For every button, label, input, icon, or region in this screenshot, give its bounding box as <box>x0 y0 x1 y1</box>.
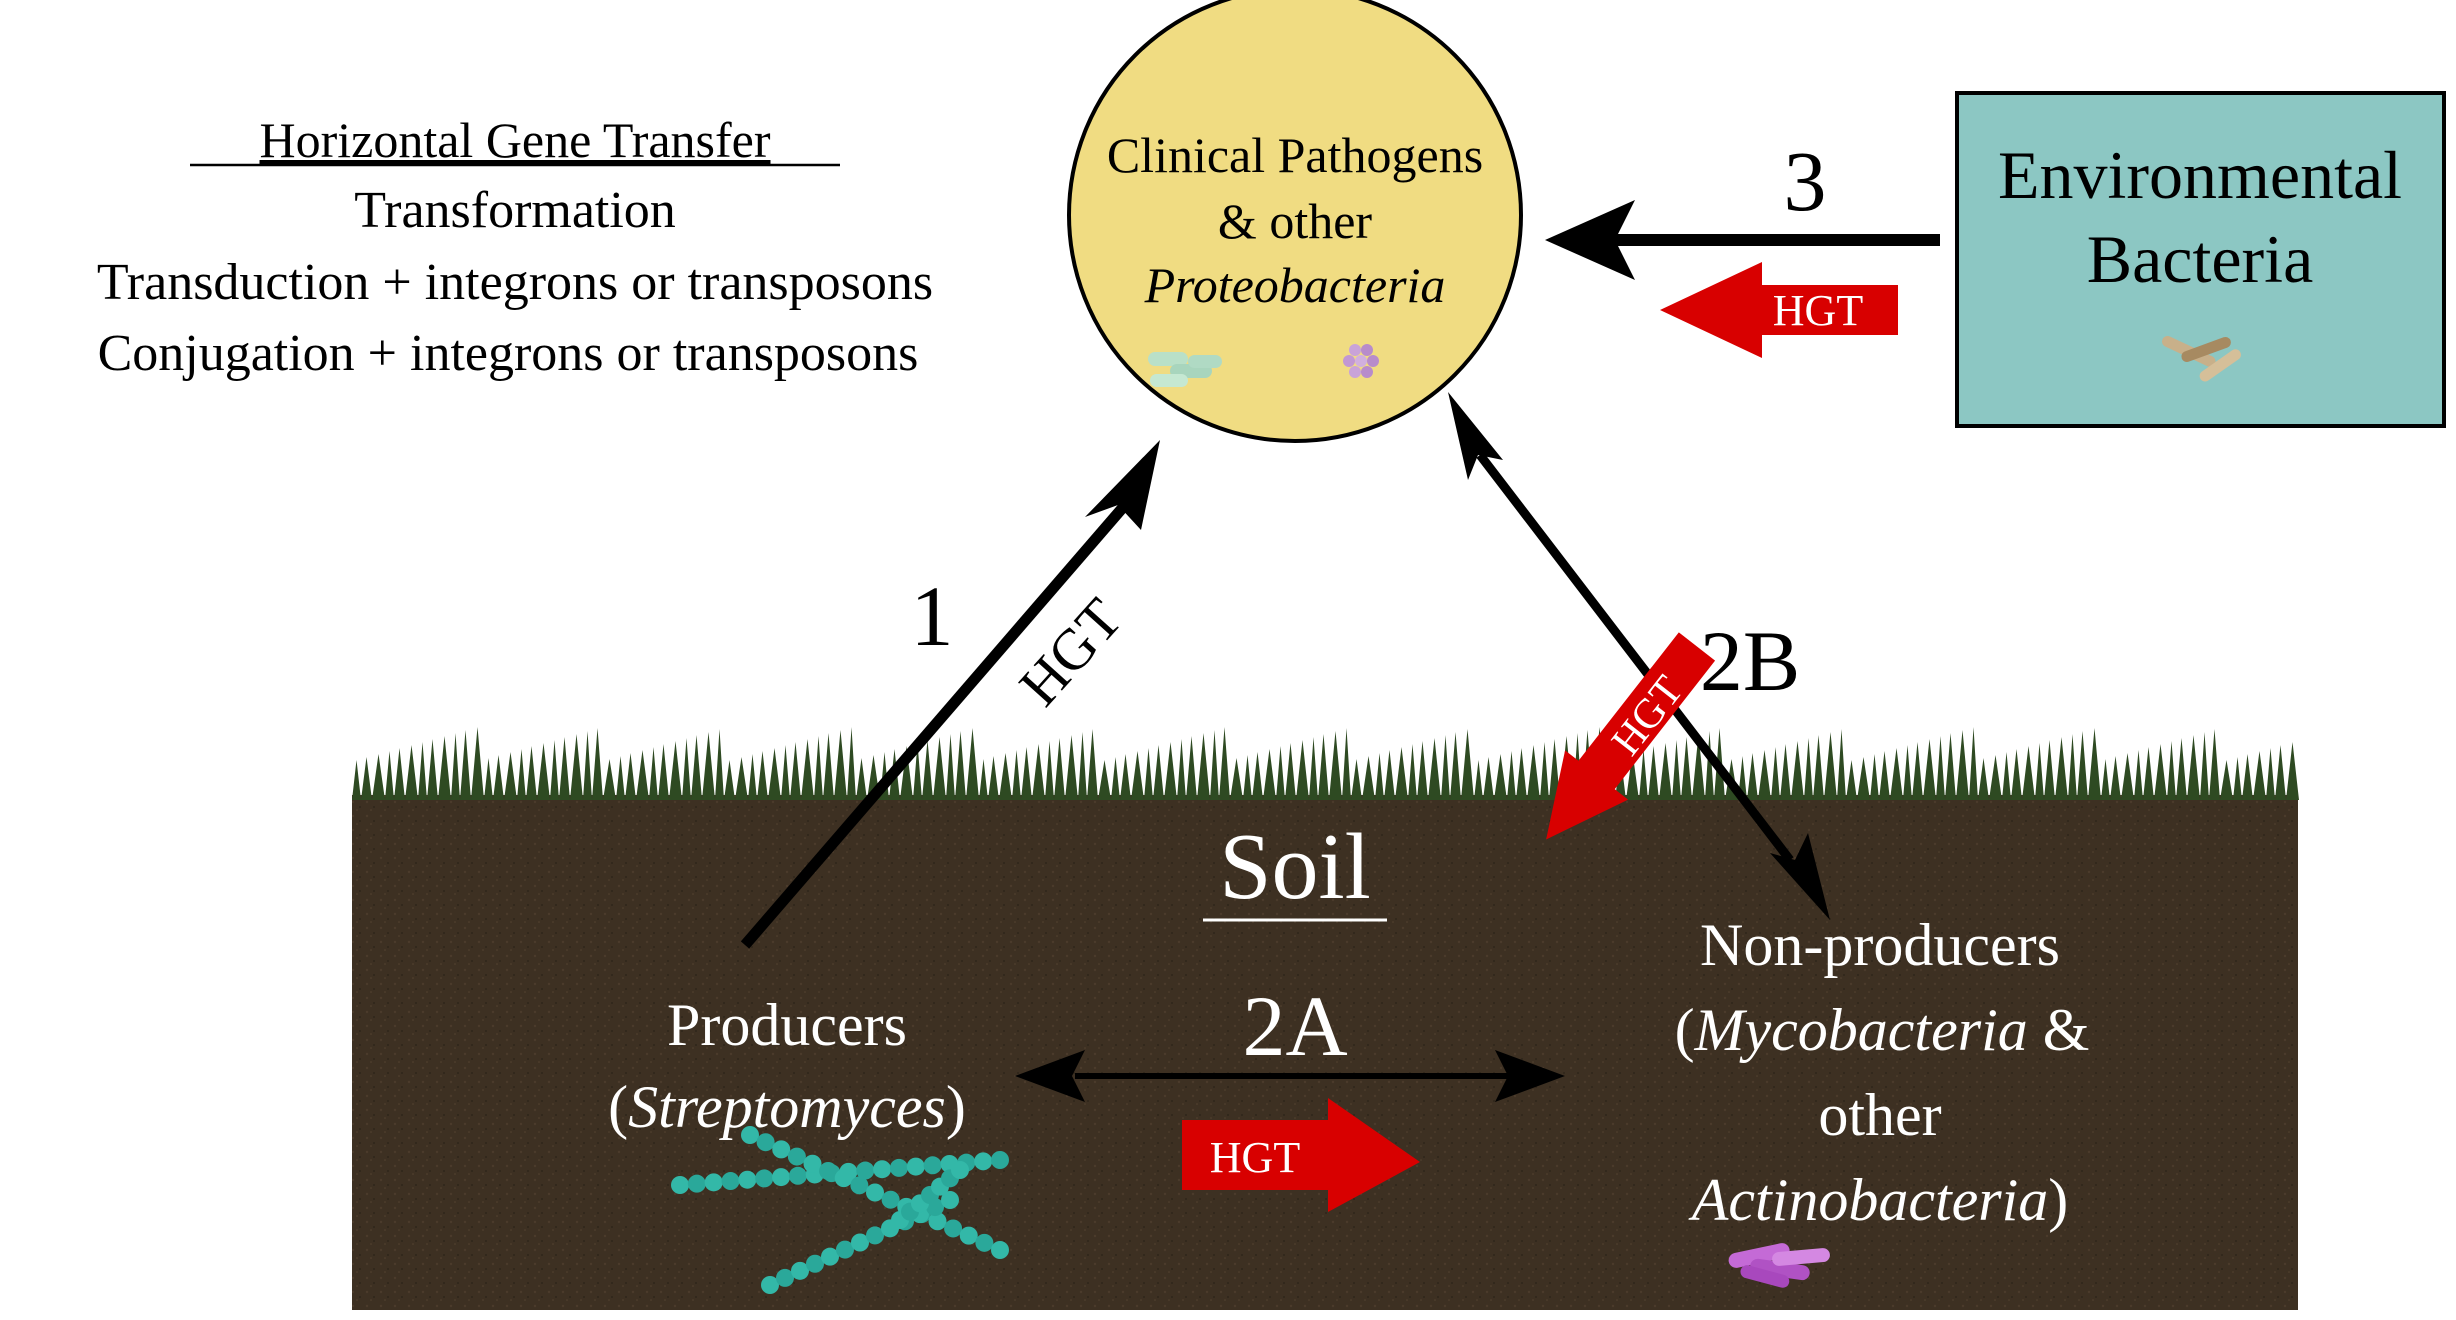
route-2a-hgt-arrow: HGT <box>1182 1098 1420 1212</box>
nonproducers-node: Non-producers (Mycobacteria & other Acti… <box>1675 912 2090 1288</box>
streptomyces-bead <box>866 1226 884 1245</box>
route-1-number: 1 <box>911 568 954 664</box>
streptomyces-bead <box>704 1173 723 1192</box>
environmental-label-line1: Environmental <box>1998 137 2402 213</box>
streptomyces-bead <box>881 1190 900 1209</box>
streptomyces-bead <box>923 1156 942 1175</box>
soil-label: Soil <box>1219 815 1371 919</box>
clinical-circle <box>1067 0 1523 443</box>
streptomyces-bead <box>991 1151 1009 1169</box>
route-3: 3 HGT <box>1545 133 1940 358</box>
streptomyces-bead <box>772 1168 791 1187</box>
streptomyces-bead <box>944 1219 963 1238</box>
route-1-arrowhead <box>1085 440 1160 530</box>
streptomyces-bead <box>851 1233 869 1252</box>
streptomyces-bead <box>951 1161 969 1179</box>
streptomyces-bead <box>819 1161 838 1180</box>
producers-species: (Streptomyces) <box>608 1074 966 1140</box>
streptomyces-bead <box>974 1152 993 1171</box>
streptomyces-bead <box>756 1133 775 1152</box>
route-1-hgt-label: HGT <box>1006 586 1134 718</box>
coccus-cluster-icon <box>1343 344 1379 378</box>
streptomyces-bead <box>959 1226 978 1245</box>
nonproducers-line2: (Mycobacteria & <box>1675 997 2090 1063</box>
streptomyces-bead <box>866 1183 884 1202</box>
environmental-label-line2: Bacteria <box>2087 221 2314 297</box>
route-2a-number: 2A <box>1242 978 1347 1074</box>
route-3-arrowhead <box>1545 200 1635 280</box>
streptomyces-bead <box>687 1174 706 1193</box>
streptomyces-bead <box>761 1276 779 1294</box>
streptomyces-bead <box>873 1160 892 1179</box>
legend-line-conjugation: Conjugation + integrons or transposons <box>98 325 919 382</box>
streptomyces-bead <box>772 1140 791 1159</box>
streptomyces-bead <box>928 1212 947 1231</box>
streptomyces-bead <box>738 1170 757 1189</box>
nonproducers-line4: Actinobacteria) <box>1688 1167 2069 1233</box>
streptomyces-chain-icon <box>671 1126 1009 1294</box>
streptomyces-bead <box>741 1126 759 1144</box>
streptomyces-bead <box>787 1147 806 1166</box>
route-1-arrow <box>740 501 1130 949</box>
streptomyces-bead <box>671 1176 689 1194</box>
legend-line-transformation: Transformation <box>354 182 676 239</box>
route-2a-arrowhead-left <box>1015 1050 1085 1102</box>
grass-strip <box>352 727 2299 800</box>
nonproducers-line3: other <box>1818 1082 1941 1148</box>
nonproducers-label: Non-producers <box>1700 912 2060 978</box>
streptomyces-bead <box>806 1254 824 1273</box>
clinical-pathogens-node: Clinical Pathogens & other Proteobacteri… <box>1067 0 1523 443</box>
streptomyces-bead <box>906 1157 925 1176</box>
hgt-legend: Horizontal Gene Transfer Transformation … <box>97 112 933 382</box>
route-2b-arrowhead-top <box>1448 392 1503 480</box>
route-2a-arrowhead-right <box>1495 1050 1565 1102</box>
soil-area <box>352 727 2299 1310</box>
route-2a-hgt-label: HGT <box>1210 1133 1301 1182</box>
streptomyces-bead <box>788 1166 807 1185</box>
streptomyces-bead <box>850 1176 869 1195</box>
streptomyces-bead <box>975 1233 994 1252</box>
environmental-box <box>1955 91 2446 428</box>
clinical-label-line3: Proteobacteria <box>1144 257 1446 313</box>
route-2b: 2B HGT <box>1448 392 1830 920</box>
route-3-number: 3 <box>1784 133 1827 229</box>
route-2b-arrowhead-bottom <box>1770 833 1830 920</box>
environmental-rods-icon <box>2161 336 2241 382</box>
streptomyces-bead <box>776 1268 794 1287</box>
rod-bacteria-icon <box>1148 352 1222 387</box>
route-3-hgt-label: HGT <box>1773 286 1864 335</box>
soil-ground <box>352 795 2298 1310</box>
streptomyces-bead <box>834 1169 853 1188</box>
route-2b-number: 2B <box>1700 613 1800 709</box>
streptomyces-bead <box>803 1154 822 1173</box>
route-2a: 2A HGT <box>1015 978 1565 1212</box>
producers-node: Producers (Streptomyces) <box>608 992 1009 1294</box>
clinical-label-line2: & other <box>1218 193 1372 249</box>
streptomyces-bead <box>941 1191 959 1209</box>
streptomyces-bead <box>755 1169 774 1188</box>
streptomyces-bead <box>991 1241 1009 1259</box>
route-2b-arrow <box>1476 452 1794 863</box>
streptomyces-bead <box>889 1158 908 1177</box>
clinical-label-line1: Clinical Pathogens <box>1107 127 1483 183</box>
streptomyces-bead <box>856 1161 875 1180</box>
route-3-hgt-arrow: HGT <box>1660 262 1898 358</box>
legend-line-transduction: Transduction + integrons or transposons <box>97 254 933 311</box>
producers-label: Producers <box>667 992 907 1058</box>
legend-title: Horizontal Gene Transfer <box>260 112 771 168</box>
streptomyces-bead <box>821 1247 839 1266</box>
streptomyces-bead <box>791 1261 809 1280</box>
streptomyces-bead <box>721 1172 740 1191</box>
streptomyces-bead <box>836 1240 854 1259</box>
mycobacteria-cluster-icon <box>1728 1243 1830 1288</box>
environmental-bacteria-node: Environmental Bacteria <box>1955 91 2446 428</box>
